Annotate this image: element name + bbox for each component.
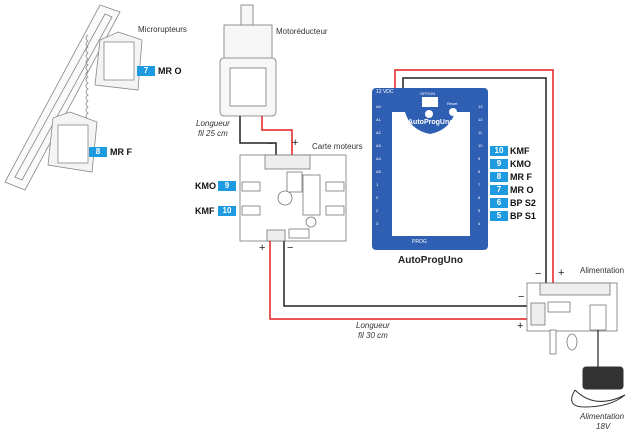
- controller-badge-name: MR O: [510, 185, 534, 195]
- silk-onoff: OFF/ON: [420, 91, 436, 96]
- left-pin-label: 3: [376, 221, 379, 226]
- ctrl-plus: +: [558, 267, 565, 279]
- controller-red-wire: [394, 69, 554, 283]
- controller-badge-name: KMO: [510, 159, 531, 169]
- left-pin-label: A0: [376, 104, 381, 109]
- controller-badge-name: KMF: [510, 146, 530, 156]
- gearmotor-label: Motoréducteur: [276, 27, 328, 36]
- controller-badge-name: BP S2: [510, 198, 536, 208]
- gearmotor: [219, 4, 277, 117]
- left-pin-label: 1: [376, 182, 379, 187]
- motor-plus: +: [292, 137, 299, 149]
- right-pin-label: 13: [478, 104, 483, 109]
- microswitch-bottom: [47, 111, 98, 173]
- left-pin-label: 0: [376, 195, 379, 200]
- silk-prog: PROG: [412, 239, 427, 245]
- left-pin-label: A1: [376, 117, 381, 122]
- gear-rack: [4, 4, 121, 191]
- right-pin-label: 11: [478, 130, 483, 135]
- motor-badge-kmf-num: 10: [218, 206, 236, 216]
- motor-black-wire: [239, 116, 277, 158]
- controller-badge-num: 7: [490, 185, 508, 195]
- right-pin-label: 8: [478, 169, 481, 174]
- controller-badge-num: 9: [490, 159, 508, 169]
- microswitch-top: [94, 31, 143, 91]
- controller-badge-num: 10: [490, 146, 508, 156]
- silk-reset: Reset: [447, 101, 458, 106]
- right-pin-label: 5: [478, 208, 481, 213]
- badge-mro-num: 7: [137, 66, 155, 76]
- board-plus: +: [259, 242, 266, 254]
- ctrl-minus: −: [535, 268, 542, 280]
- controller-badge-num: 5: [490, 211, 508, 221]
- motor-badge-kmo-num: 9: [218, 181, 236, 191]
- left-pin-label: A2: [376, 130, 381, 135]
- silk-name: AutoProgUno: [408, 119, 454, 126]
- left-pin-label: A3: [376, 143, 381, 148]
- right-pin-label: 12: [478, 117, 483, 122]
- power-board-label: Alimentation: [580, 266, 625, 275]
- controller-badge-num: 6: [490, 198, 508, 208]
- silk-vdc: 12 VDC: [376, 89, 394, 95]
- power-plus: +: [517, 320, 524, 332]
- motor-board: [239, 154, 347, 242]
- controller-badge-name: BP S1: [510, 211, 536, 221]
- left-pin-label: A5: [376, 169, 381, 174]
- right-pin-label: 7: [478, 182, 481, 187]
- wire30-line1: Longueur: [356, 321, 390, 330]
- controller-label: AutoProgUno: [398, 255, 463, 266]
- controller-badge-num: 8: [490, 172, 508, 182]
- badge-mrf-name: MR F: [110, 147, 132, 157]
- badge-mro-name: MR O: [158, 66, 182, 76]
- badge-mrf-num: 8: [89, 147, 107, 157]
- power-adapter: [571, 366, 626, 408]
- motor-board-label: Carte moteurs: [312, 142, 363, 151]
- wire25-line2: fil 25 cm: [198, 129, 228, 138]
- motor-badge-kmf-name: KMF: [195, 206, 215, 216]
- controller-badge-name: MR F: [510, 172, 532, 182]
- power-black-wire: [283, 241, 532, 307]
- right-pin-label: 4: [478, 221, 481, 226]
- adapter-line2: 18V: [596, 422, 611, 431]
- right-pin-label: 10: [478, 143, 483, 148]
- wire30-line2: fil 30 cm: [358, 331, 388, 340]
- motor-minus: −: [267, 138, 274, 150]
- controller-black-wire: [402, 77, 547, 283]
- board-minus: −: [287, 242, 294, 254]
- right-pin-label: 6: [478, 195, 481, 200]
- power-red-wire: [269, 241, 532, 320]
- power-board: [526, 282, 618, 355]
- autoproguno-board: [372, 88, 488, 250]
- microswitches-label: Microrupteurs: [138, 25, 187, 34]
- power-minus: −: [518, 291, 525, 303]
- left-pin-label: 2: [376, 208, 379, 213]
- wire25-line1: Longueur: [196, 119, 230, 128]
- motor-badge-kmo-name: KMO: [195, 181, 216, 191]
- adapter-line1: Alimentation: [580, 412, 625, 421]
- left-pin-label: A4: [376, 156, 381, 161]
- right-pin-label: 9: [478, 156, 481, 161]
- motor-red-wire: [261, 116, 293, 158]
